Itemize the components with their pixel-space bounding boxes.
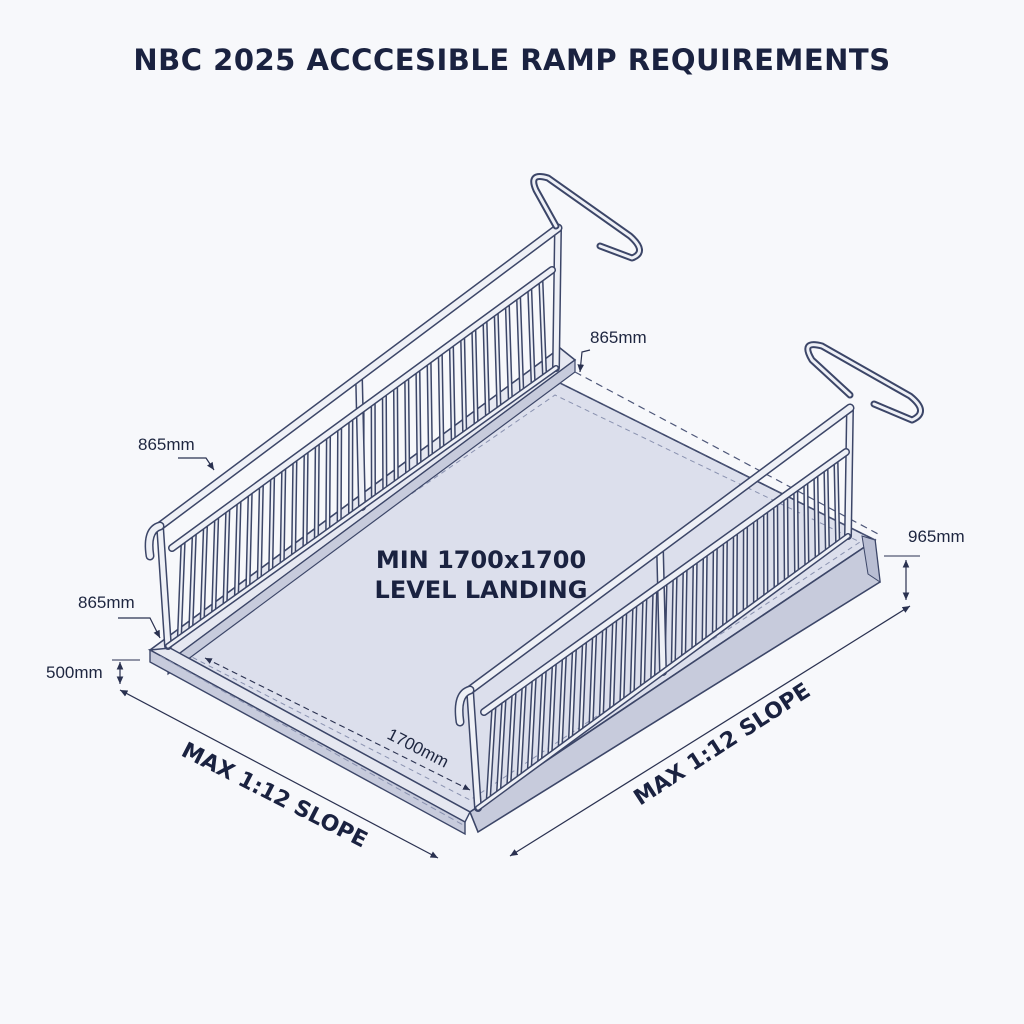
left-rail-baluster — [483, 317, 489, 419]
left-rail-baluster — [246, 489, 252, 590]
right-rail-baluster — [804, 479, 808, 568]
dim-handrail-top-right: 865mm — [577, 328, 647, 373]
left-rail-baluster — [416, 367, 421, 468]
left-rail-baluster — [450, 342, 455, 443]
dim-handrail-top-right-label: 865mm — [590, 328, 647, 347]
right-rail-post-start — [467, 687, 481, 811]
right-rail-baluster — [703, 552, 707, 643]
left-rail-baluster — [439, 350, 443, 451]
right-rail-baluster — [713, 544, 717, 636]
left-rail-baluster — [178, 538, 185, 639]
left-rail-post-end — [553, 225, 561, 371]
left-rail-baluster — [269, 473, 274, 574]
left-handrail — [144, 223, 563, 650]
landing-label-line1: MIN 1700x1700 — [376, 546, 586, 574]
left-rail-baluster — [506, 301, 512, 402]
dim-handrail-bottom-left: 865mm — [78, 593, 161, 639]
dim-handrail-top-left-label: 865mm — [138, 435, 195, 454]
left-rail-baluster — [517, 293, 523, 394]
right-rail-post-end — [845, 405, 853, 539]
right-rail-baluster — [682, 566, 687, 658]
dim-edge-right: 965mm — [884, 527, 965, 600]
left-rail-baluster — [303, 448, 308, 549]
left-rail-end-loop-inner — [532, 175, 641, 260]
diagram-title: NBC 2025 ACCCESIBLE RAMP REQUIREMENTS — [133, 43, 890, 77]
right-rail-baluster — [814, 472, 819, 560]
left-rail-post-start — [157, 523, 171, 649]
left-rail-baluster — [201, 522, 207, 623]
left-rail-baluster — [472, 326, 478, 427]
left-rail-baluster — [394, 383, 398, 484]
left-rail-baluster — [223, 506, 229, 607]
dim-handrail-bottom-left-label: 865mm — [78, 593, 135, 612]
left-rail-bottom-rail — [166, 366, 558, 648]
dim-edge-right-label: 965mm — [908, 527, 965, 546]
left-rail-baluster — [326, 432, 330, 533]
right-rail-baluster — [692, 559, 697, 651]
left-rail-baluster — [405, 375, 409, 476]
left-rail-baluster — [315, 440, 319, 541]
right-rail-post-middle — [657, 546, 666, 675]
left-rail-baluster — [461, 334, 466, 435]
right-rail-baluster — [784, 494, 788, 583]
dim-handrail-top-left: 865mm — [138, 435, 215, 471]
right-rail-baluster — [834, 458, 839, 545]
left-rail-baluster — [495, 309, 501, 410]
right-rail-baluster — [824, 465, 829, 553]
left-rail-baluster — [539, 277, 546, 378]
left-rail-baluster — [292, 456, 297, 558]
left-rail-baluster — [189, 530, 196, 631]
left-rail-baluster — [427, 358, 432, 460]
landing-label-line2: LEVEL LANDING — [375, 576, 588, 604]
right-rail-baluster — [497, 696, 506, 794]
left-rail-curl — [146, 523, 163, 559]
left-rail-lower-rail — [169, 267, 555, 551]
left-rail-post-middle — [356, 374, 365, 510]
right-rail-baluster — [794, 487, 798, 575]
right-rail-end-loop — [804, 341, 924, 424]
dim-curb-height: 500mm — [46, 659, 140, 684]
left-rail-baluster — [528, 285, 535, 386]
left-rail-baluster — [281, 465, 285, 566]
right-rail-baluster — [487, 703, 496, 802]
left-rail-baluster — [258, 481, 263, 582]
right-rail-end-loop-inner — [806, 343, 922, 422]
left-rail-top-rail — [157, 225, 561, 529]
left-rail-baluster — [235, 497, 241, 599]
dim-curb-height-label: 500mm — [46, 663, 103, 682]
right-rail-baluster — [723, 537, 727, 628]
left-rail-baluster — [212, 514, 218, 615]
